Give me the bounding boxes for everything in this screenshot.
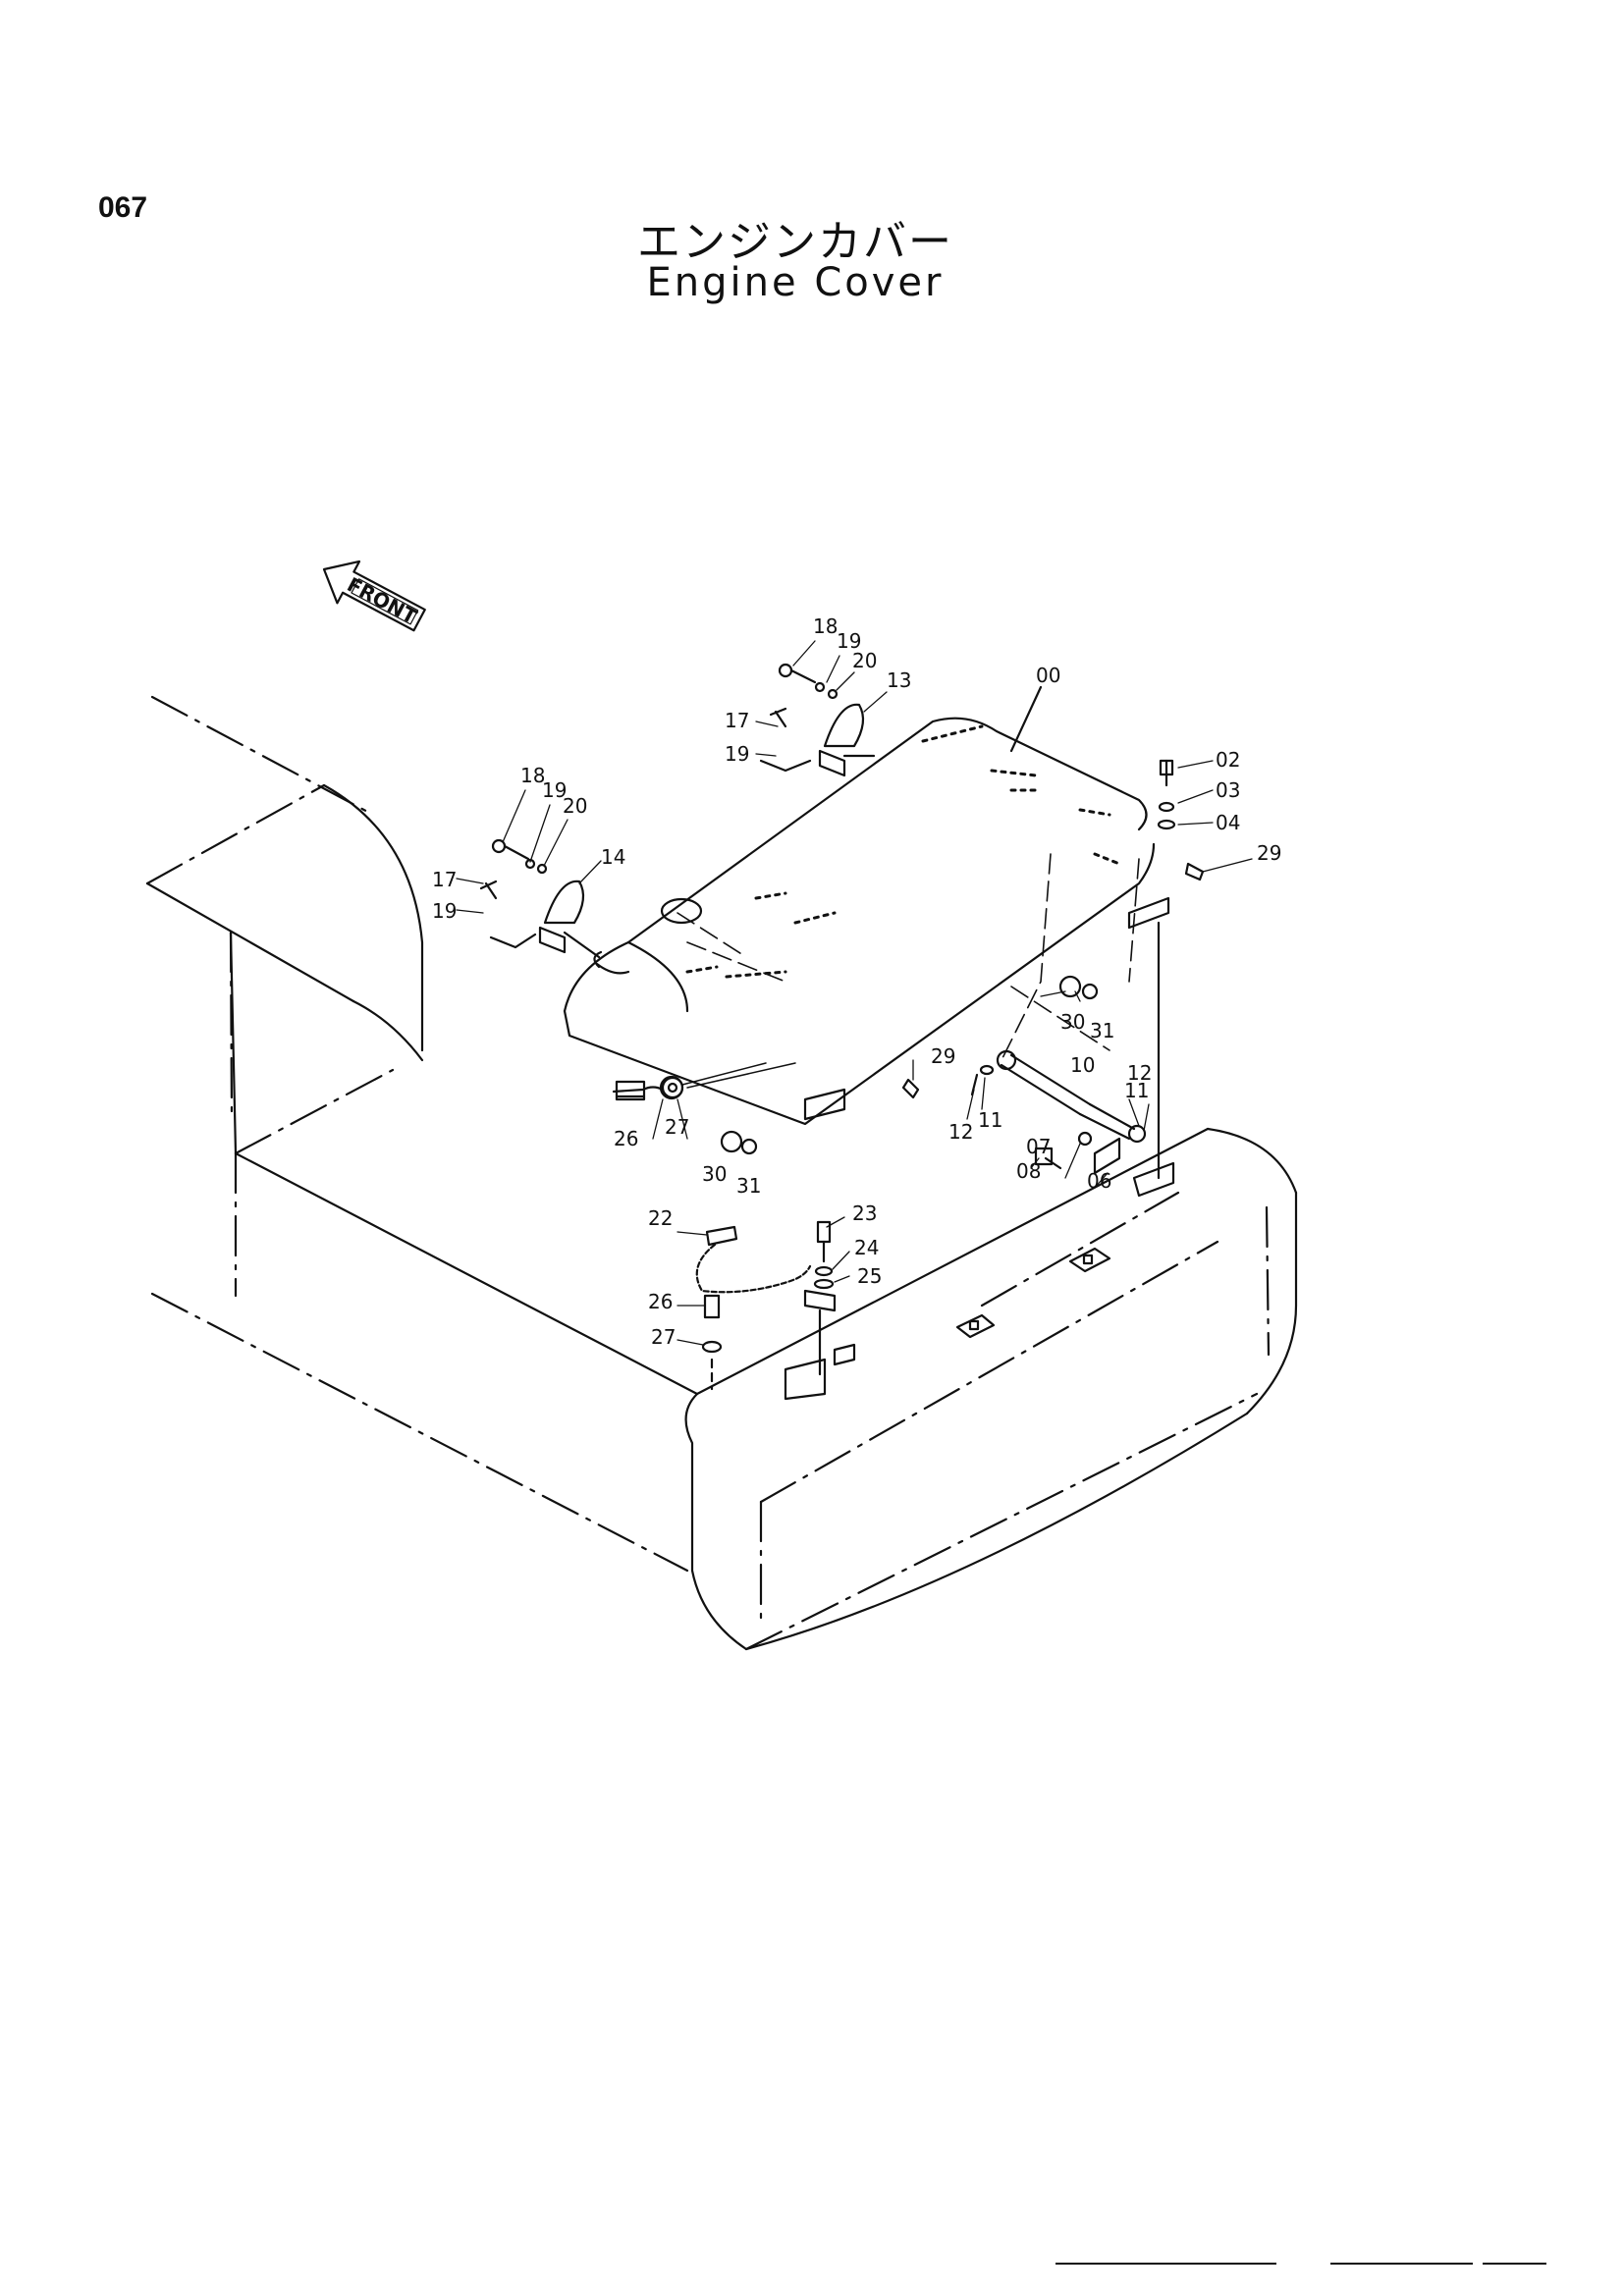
callout-27: 27 xyxy=(651,1325,676,1349)
callout-31: 31 xyxy=(736,1174,761,1198)
callout-22: 22 xyxy=(648,1206,673,1230)
rear-hinge-right xyxy=(1127,759,1205,1198)
callout-31: 31 xyxy=(1090,1019,1114,1042)
counterweight-block xyxy=(684,1127,1298,1651)
callout-29: 29 xyxy=(1257,841,1281,865)
bolt-26-27 xyxy=(615,1075,684,1100)
engine-cover xyxy=(563,717,1156,1126)
callout-25: 25 xyxy=(857,1264,882,1288)
nut-30-31-left xyxy=(720,1130,758,1155)
callout-26: 26 xyxy=(614,1127,638,1150)
counterweight-body xyxy=(145,695,689,1573)
callout-27: 27 xyxy=(665,1115,689,1139)
title-english: Engine Cover xyxy=(646,260,945,305)
callout-29: 29 xyxy=(931,1044,955,1068)
title-japanese: エンジンカバー xyxy=(637,217,953,267)
front-arrow-icon xyxy=(322,560,426,632)
callout-19: 19 xyxy=(432,899,457,923)
callout-12: 12 xyxy=(948,1120,973,1144)
callout-06: 06 xyxy=(1087,1169,1111,1193)
callout-02: 02 xyxy=(1216,748,1240,772)
callout-17: 17 xyxy=(432,868,457,891)
callout-12: 12 xyxy=(1127,1061,1152,1085)
callout-03: 03 xyxy=(1216,778,1240,802)
body-outline xyxy=(145,783,699,1396)
callout-13: 13 xyxy=(887,668,911,692)
latch-assembly-13 xyxy=(759,663,876,777)
mounting-pads xyxy=(955,1247,1111,1339)
page-number: 067 xyxy=(98,191,148,224)
callout-10: 10 xyxy=(1070,1053,1095,1077)
leader-00 xyxy=(1009,685,1043,753)
latch-assembly-14 xyxy=(479,838,601,959)
callout-19: 19 xyxy=(837,629,861,653)
callout-20: 20 xyxy=(563,794,587,818)
callout-18: 18 xyxy=(813,614,838,638)
leader-lines xyxy=(456,640,1253,1346)
callout-labels: 00 18 19 20 13 17 19 18 19 20 14 17 19 0… xyxy=(432,614,1281,1349)
gas-spring-10 xyxy=(970,1049,1147,1175)
nut-30-31-right xyxy=(1058,975,1099,1000)
callout-30: 30 xyxy=(1060,1010,1085,1034)
callout-19: 19 xyxy=(725,742,749,766)
callout-11: 11 xyxy=(1124,1079,1149,1102)
callout-11: 11 xyxy=(978,1108,1002,1132)
callout-30: 30 xyxy=(702,1162,727,1186)
callout-00: 00 xyxy=(1036,664,1060,687)
callout-26: 26 xyxy=(648,1290,673,1313)
callout-17: 17 xyxy=(725,709,749,732)
callout-08: 08 xyxy=(1016,1159,1041,1183)
callout-18: 18 xyxy=(520,764,545,787)
callout-14: 14 xyxy=(601,845,625,869)
callout-23: 23 xyxy=(852,1201,877,1225)
callout-07: 07 xyxy=(1026,1135,1051,1158)
callout-20: 20 xyxy=(852,649,877,672)
callout-19: 19 xyxy=(542,778,567,802)
chain-lock-assembly xyxy=(695,1220,856,1401)
callout-24: 24 xyxy=(854,1236,879,1259)
callout-04: 04 xyxy=(1216,811,1240,834)
